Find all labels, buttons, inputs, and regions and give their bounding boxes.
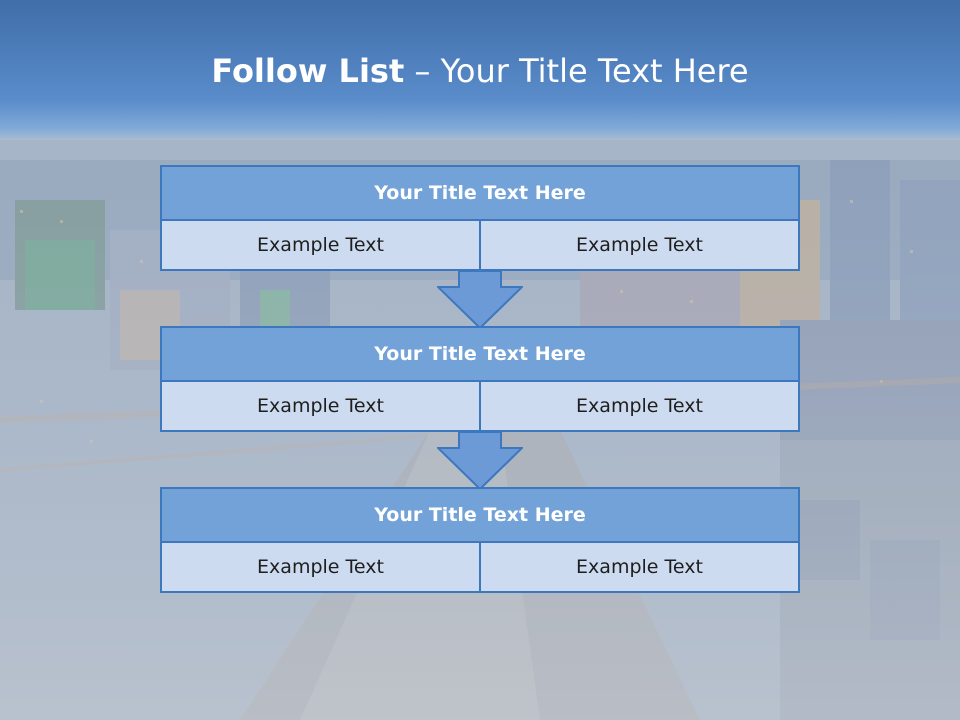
step-right-cell: Example Text [481, 382, 800, 432]
slide-title-bold: Follow List [211, 52, 405, 90]
step-title: Your Title Text Here [160, 165, 800, 221]
step-left-cell: Example Text [160, 543, 481, 593]
title-bar: Follow List – Your Title Text Here [0, 0, 960, 150]
step-row: Example Text Example Text [160, 543, 800, 593]
step-block-1: Your Title Text Here Example Text Exampl… [160, 165, 800, 271]
step-row: Example Text Example Text [160, 221, 800, 271]
step-title: Your Title Text Here [160, 487, 800, 543]
down-arrow-icon [437, 271, 523, 329]
step-row: Example Text Example Text [160, 382, 800, 432]
slide-title: Follow List – Your Title Text Here [0, 52, 960, 90]
step-right-cell: Example Text [481, 221, 800, 271]
step-left-cell: Example Text [160, 382, 481, 432]
step-left-cell: Example Text [160, 221, 481, 271]
slide-title-rest: – Your Title Text Here [414, 52, 749, 90]
down-arrow-icon [437, 432, 523, 490]
step-block-2: Your Title Text Here Example Text Exampl… [160, 326, 800, 432]
step-title: Your Title Text Here [160, 326, 800, 382]
step-right-cell: Example Text [481, 543, 800, 593]
step-block-3: Your Title Text Here Example Text Exampl… [160, 487, 800, 593]
